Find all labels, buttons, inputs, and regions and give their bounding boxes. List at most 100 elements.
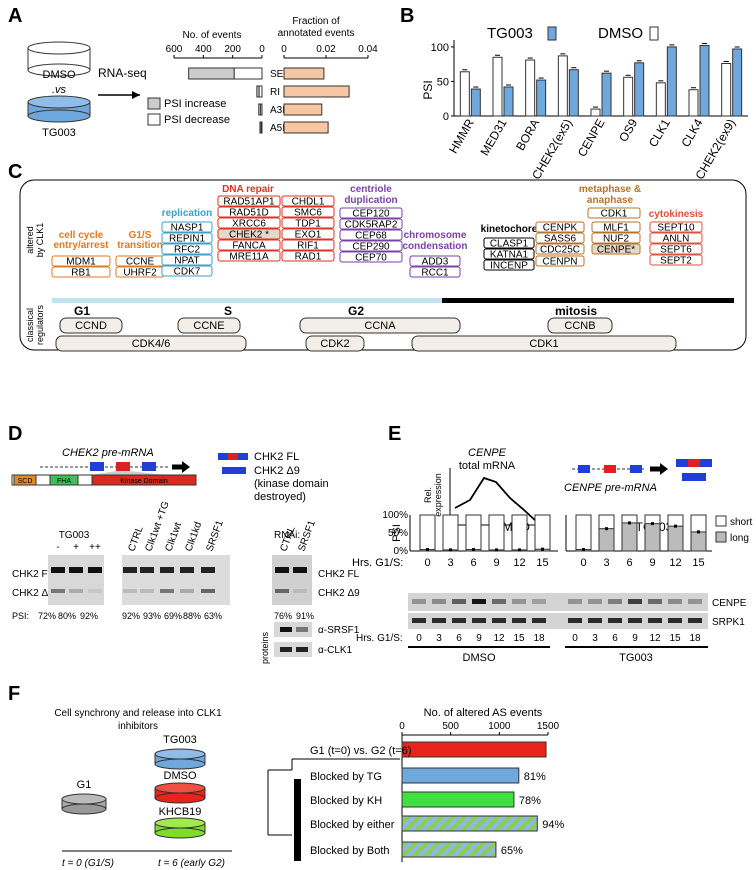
legend-dmso-swatch [649,26,659,41]
a-bar-increase [258,103,262,116]
a-category-label: SE [270,69,284,80]
c-gene-label: CENPN [542,257,577,268]
c-gene-box [535,232,585,244]
scd-label: SCD [18,478,33,485]
f-bar [401,767,520,784]
e-errorbar [651,522,654,526]
c-gene-box [535,243,585,255]
c-gene-label: SMC6 [294,208,322,219]
b-category-label: CLK1 [646,116,673,149]
exon-8 [90,462,104,471]
panel-label-a: A [8,5,22,27]
legend-short-swatch [715,515,727,527]
kinase-projection [92,471,165,475]
c-gene-box [51,255,111,267]
c-gene-label: RIF1 [297,241,319,252]
blot-srpk1-band [648,618,662,623]
c-gene-label: CDK7 [174,267,201,278]
b-bar-tg003 [732,48,743,117]
kinase-label: Kinase Domain [120,478,168,485]
altered-label-2: by CLK1 [35,223,45,258]
a-fraction-bar [283,67,325,80]
blot-cenpe-band [492,599,506,604]
rnaseq-arrow-head [132,91,140,99]
gel-rnai [272,555,312,605]
e-errorbar [628,521,631,525]
rnaseq-label: RNA-seq [98,66,147,80]
c-phase-label: mitosis [555,304,597,318]
c-group-title: condensation [402,241,467,252]
blot-srpk1-band [668,618,682,623]
gel2-lane-label: SRSF1 [204,519,226,553]
c-gene-box [281,228,335,240]
blot-hour-label: 15 [669,633,681,644]
f-x-tick-label: 1500 [537,721,560,732]
blot-hour-label: 3 [592,633,598,644]
mitosis-bar [442,298,734,303]
blot-srpk1-band [628,618,642,623]
e-y-tick-label: 0% [394,546,409,557]
gel-tg003 [48,555,104,605]
scd-domain [13,474,37,486]
a-bar-increase [256,85,260,98]
western-clk1 [274,642,312,657]
a-fraction-bar [283,121,329,134]
b-bar-dmso [492,56,503,117]
c-gene-label: NUF2 [603,234,630,245]
c-gene-box [339,251,403,263]
legend-decrease-swatch [147,113,161,126]
c-gene-label: EXO1 [295,230,322,241]
c-group-title: replication [162,208,213,219]
e-errorbar [674,524,677,528]
c-gene-box [217,228,281,240]
b-bar-dmso [623,76,634,117]
c-gene-label: CHDL1 [292,197,325,208]
blot-srpk1-band [688,618,702,623]
gel3-band-d9 [275,589,289,593]
western-clk1-band-2 [296,647,308,652]
gel1-d9-label: CHK2 Δ9 [12,588,54,599]
blot-cenpe-band [688,599,702,604]
c-group-title: kinetochore [481,224,538,235]
blot-cenpe-band [608,599,622,604]
c-gene-box [483,248,535,260]
c-group-title: duplication [344,195,397,206]
gel2-band-fl [140,567,154,573]
cenpe-short-b [694,473,706,481]
f-category-label: Blocked by either [310,819,395,831]
b-bar-dmso [721,62,732,117]
altered-label-1: altered [25,226,35,254]
panel-label-e: E [388,423,401,445]
cenpe-long-c [700,459,712,467]
no-events-title: No. of events [183,30,242,41]
panel-label-b: B [400,5,414,27]
c-gene-box [591,232,641,244]
e-bar-long [598,528,615,552]
b-bar-dmso [688,89,699,117]
e-errorbar [472,548,475,552]
b-y-tick-label: 100 [431,42,449,54]
gel1-band-fl [88,567,102,573]
e-errorbar [426,548,429,552]
c-gene-label: FANCA [232,241,266,252]
c-gene-box [281,239,335,251]
c-group-title: entry/arrest [53,240,109,251]
c-group-title: DNA repair [222,184,274,195]
c-gene-label: CDK1 [601,209,628,220]
b-category-label: CENPE [575,117,608,160]
c-gene-label: CHEK2 * [229,230,269,241]
psi-mid-value: 93% [143,611,161,621]
f-category-label: Blocked by Both [310,845,390,857]
chk2-d9-label: CHK2 Δ9 [254,465,300,477]
b-bar-tg003 [634,62,645,117]
fraction-title-2: annotated events [278,28,355,39]
b-bar-dmso [590,108,601,117]
b-category-label: CLK4 [678,116,705,149]
blot-dmso-label: DMSO [463,652,496,664]
b-y-tick-label: 50 [437,76,449,88]
c-group-title: transition [117,240,163,251]
c-gene-label: CEP68 [355,231,387,242]
exon-10 [142,462,156,471]
c-cyclin-label: CCNA [364,320,396,332]
